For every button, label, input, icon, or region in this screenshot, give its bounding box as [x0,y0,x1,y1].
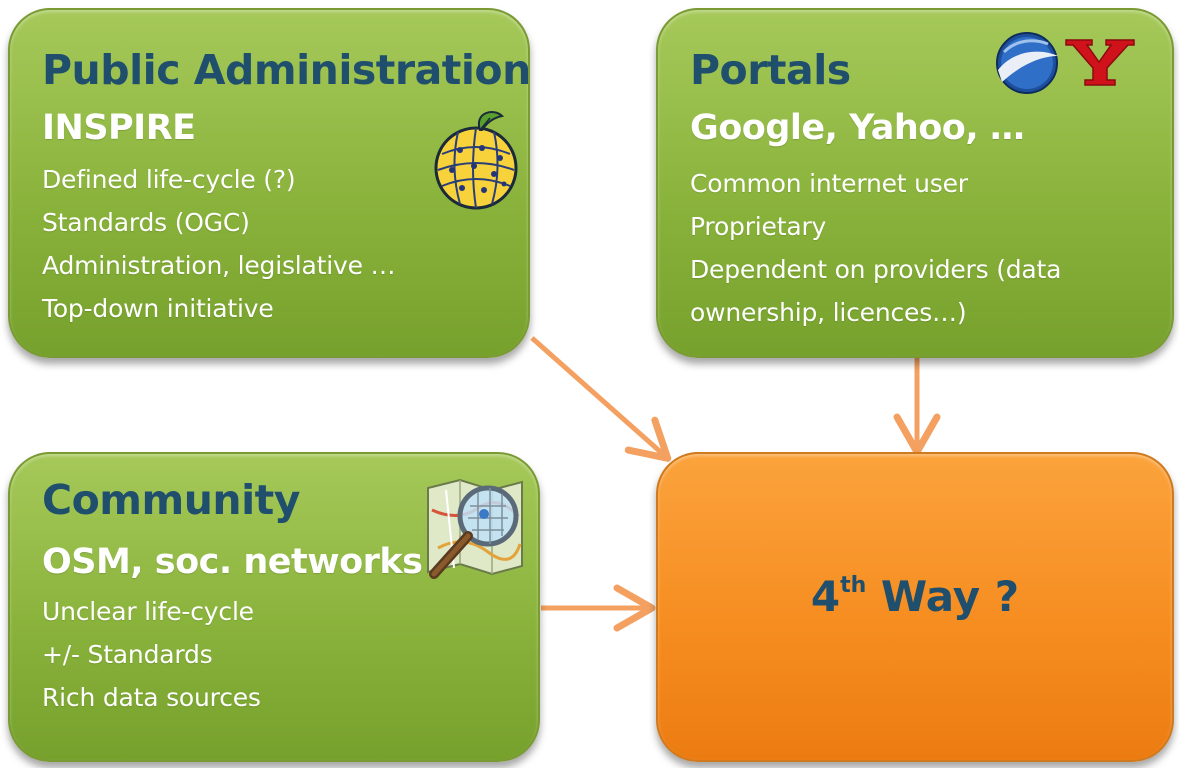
public-administration-subtitle: INSPIRE [42,108,196,148]
fourth-way-label-ordinal: th [840,573,867,598]
list-item: ownership, licences…) [690,298,967,327]
list-item: Proprietary [690,212,827,241]
community-box: Community OSM, soc. networks Unclear lif… [8,452,540,762]
fourth-way-box: 4th Way ? [656,452,1174,762]
community-list: Unclear life-cycle +/- Standards Rich da… [42,590,261,719]
google-earth-icon [996,32,1058,94]
fourth-way-label-text: Way ? [866,572,1020,621]
portals-box: Portals Google, Yahoo, … Common internet… [656,8,1174,358]
public-administration-box: Public Administration INSPIRE Defined li… [8,8,530,358]
portals-title: Portals [690,46,851,94]
public-administration-title: Public Administration [42,46,530,94]
list-item: Dependent on providers (data [690,255,1062,284]
fourth-way-label: 4th Way ? [658,572,1172,621]
osm-magnifier-map-icon [427,478,523,579]
community-subtitle: OSM, soc. networks [42,542,423,582]
fourth-way-label-number: 4 [810,572,841,621]
arrow-public-admin-to-fourth-way [530,336,672,462]
list-item: Top-down initiative [42,294,274,323]
public-administration-list: Defined life-cycle (?) Standards (OGC) A… [42,158,396,330]
list-item: +/- Standards [42,640,213,669]
list-item: Administration, legislative … [42,251,396,280]
portals-subtitle: Google, Yahoo, … [690,108,1025,148]
list-item: Rich data sources [42,683,261,712]
yahoo-logo-icon [1065,39,1135,86]
list-item: Unclear life-cycle [42,597,254,626]
list-item: Standards (OGC) [42,208,250,237]
list-item: Defined life-cycle (?) [42,165,296,194]
inspire-globe-icon [434,111,518,210]
portals-list: Common internet user Proprietary Depende… [690,162,1061,334]
community-title: Community [42,476,300,524]
list-item: Common internet user [690,169,968,198]
